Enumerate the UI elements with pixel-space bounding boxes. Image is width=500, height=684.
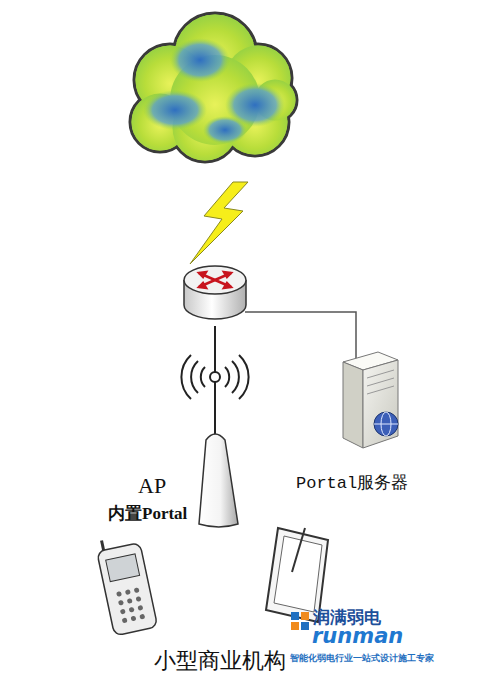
router bbox=[184, 266, 246, 319]
antenna bbox=[181, 326, 248, 436]
caption: 小型商业机构 bbox=[154, 646, 286, 676]
server bbox=[343, 352, 398, 448]
portal-server-node: Portal服务器 bbox=[296, 472, 408, 497]
wire bbox=[245, 312, 356, 360]
node-title: AP bbox=[108, 470, 187, 502]
node-subtitle: 内置Portal bbox=[108, 502, 187, 527]
cloud bbox=[130, 13, 297, 162]
node-title: Portal服务器 bbox=[296, 472, 408, 497]
watermark-logo-text: runman bbox=[312, 624, 403, 648]
lightning-bolt bbox=[190, 182, 248, 264]
mobile-phone bbox=[95, 533, 158, 636]
logo-mark bbox=[291, 612, 309, 630]
access-point-node: AP内置Portal bbox=[108, 470, 187, 527]
ap-tower bbox=[199, 434, 238, 527]
watermark-slogan: 智能化弱电行业一站式设计施工专家 bbox=[290, 652, 434, 665]
